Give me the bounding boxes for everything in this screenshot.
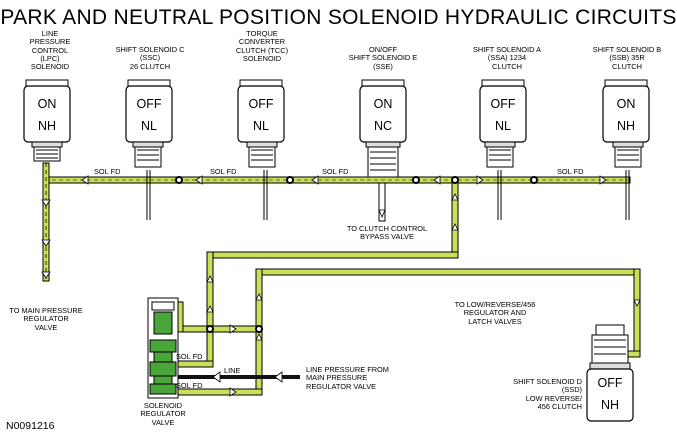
sol-fd-label-1: SOL FD bbox=[94, 167, 121, 176]
line-label: LINE bbox=[224, 366, 241, 375]
sse-solenoid bbox=[359, 79, 407, 178]
solenoid-regulator-valve bbox=[147, 297, 179, 399]
tcc-state-top: OFF bbox=[248, 97, 274, 111]
ssa-state-bottom: NL bbox=[495, 119, 511, 133]
ssd-solenoid bbox=[586, 324, 634, 422]
tcc-solenoid bbox=[237, 79, 285, 168]
sse-output-passage bbox=[378, 182, 386, 222]
junction-dots bbox=[175, 176, 538, 333]
ssd-state-top: OFF bbox=[597, 376, 623, 390]
lpc-state-top: ON bbox=[37, 97, 57, 111]
tcc-state-bottom: NL bbox=[253, 119, 269, 133]
sse-state-top: ON bbox=[373, 97, 393, 111]
sol-fd-vertical-passages bbox=[164, 179, 641, 396]
sol-fd-label-4: SOL FD bbox=[557, 167, 584, 176]
ssc-solenoid bbox=[125, 79, 173, 168]
ssc-label: SHIFT SOLENOID C(SSC)26 CLUTCH bbox=[115, 45, 185, 71]
ssb-state-top: ON bbox=[616, 97, 636, 111]
ssb-solenoid bbox=[602, 79, 650, 168]
flow-arrows bbox=[81, 175, 641, 397]
line-pressure-passage bbox=[150, 371, 300, 383]
ssc-state-bottom: NL bbox=[141, 119, 157, 133]
ssc-state-top: OFF bbox=[136, 97, 162, 111]
sol-fd-label-3: SOL FD bbox=[322, 167, 349, 176]
sol-fd-main-passage bbox=[44, 176, 631, 184]
ssa-state-top: OFF bbox=[490, 97, 516, 111]
sol-fd-label-2: SOL FD bbox=[210, 167, 237, 176]
diagram-title: PARK AND NEUTRAL POSITION SOLENOID HYDRA… bbox=[0, 6, 677, 29]
lpc-output-passage bbox=[41, 162, 51, 282]
sol-fd-label-5: SOL FD bbox=[176, 352, 203, 361]
lpc-solenoid bbox=[23, 79, 71, 162]
ssb-state-bottom: NH bbox=[616, 119, 636, 133]
ssa-solenoid bbox=[479, 79, 527, 168]
lpc-state-bottom: NH bbox=[37, 119, 57, 133]
solenoid-exhaust-stems bbox=[146, 170, 630, 220]
sse-state-bottom: NC bbox=[373, 119, 393, 133]
reference-code: N0091216 bbox=[6, 420, 55, 432]
sol-fd-label-6: SOL FD bbox=[176, 381, 203, 390]
ssd-label: SHIFT SOLENOID D(SSD)LOW REVERSE/456 CLU… bbox=[513, 377, 582, 411]
ssd-state-bottom: NH bbox=[600, 398, 620, 412]
